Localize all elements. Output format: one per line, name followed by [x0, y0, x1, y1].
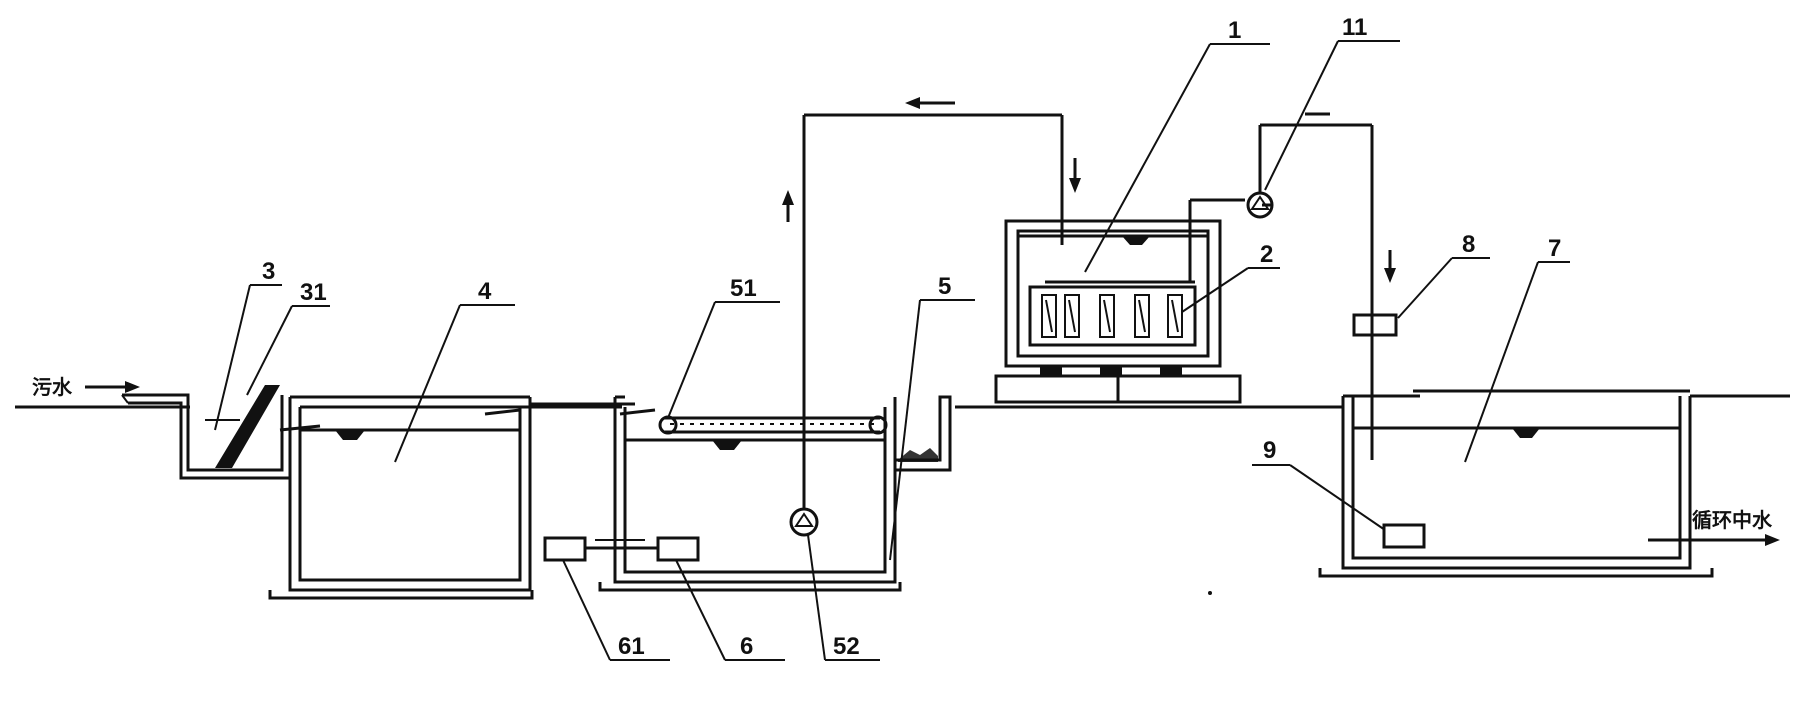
instrument-8: [1352, 313, 1398, 337]
label-7: 7: [1548, 235, 1561, 262]
label-11: 11: [1342, 14, 1367, 41]
suction-pump: [1246, 123, 1374, 460]
screen-channel: [121, 393, 290, 480]
label-52: 52: [833, 633, 860, 660]
pump-riser: [789, 113, 1064, 537]
label-31: 31: [300, 279, 327, 306]
skimmer-conveyor: [658, 415, 888, 435]
ground-line: [15, 394, 1790, 409]
bar-screen: [215, 385, 280, 468]
label-5: 5: [938, 273, 951, 300]
label-8: 8: [1462, 231, 1475, 258]
stray-dot: [1208, 591, 1212, 595]
regulating-tank: [268, 395, 534, 600]
outlet-arrow: [1648, 534, 1780, 546]
membrane-reactor: [1004, 198, 1245, 368]
inlet-label: 污水: [32, 375, 73, 399]
outlet-label: 循环中水: [1692, 508, 1773, 532]
leader-lines: [214, 40, 1570, 661]
label-61: 61: [618, 633, 645, 660]
flow-arrows: [782, 97, 1396, 283]
label-51: 51: [730, 275, 757, 302]
bio-tank: [598, 395, 902, 592]
label-1: 1: [1228, 17, 1241, 44]
label-3: 3: [262, 258, 275, 285]
transfer-pipe: [530, 402, 656, 416]
label-9: 9: [1263, 437, 1276, 464]
reactor-stand: [994, 366, 1242, 404]
label-4: 4: [478, 278, 492, 305]
label-6: 6: [740, 633, 753, 660]
clear-water-tank: [1318, 389, 1714, 578]
label-2: 2: [1260, 241, 1273, 268]
aeration-blowers: [543, 536, 700, 562]
sludge-hopper: [895, 395, 952, 472]
inlet-arrow: [85, 381, 140, 393]
